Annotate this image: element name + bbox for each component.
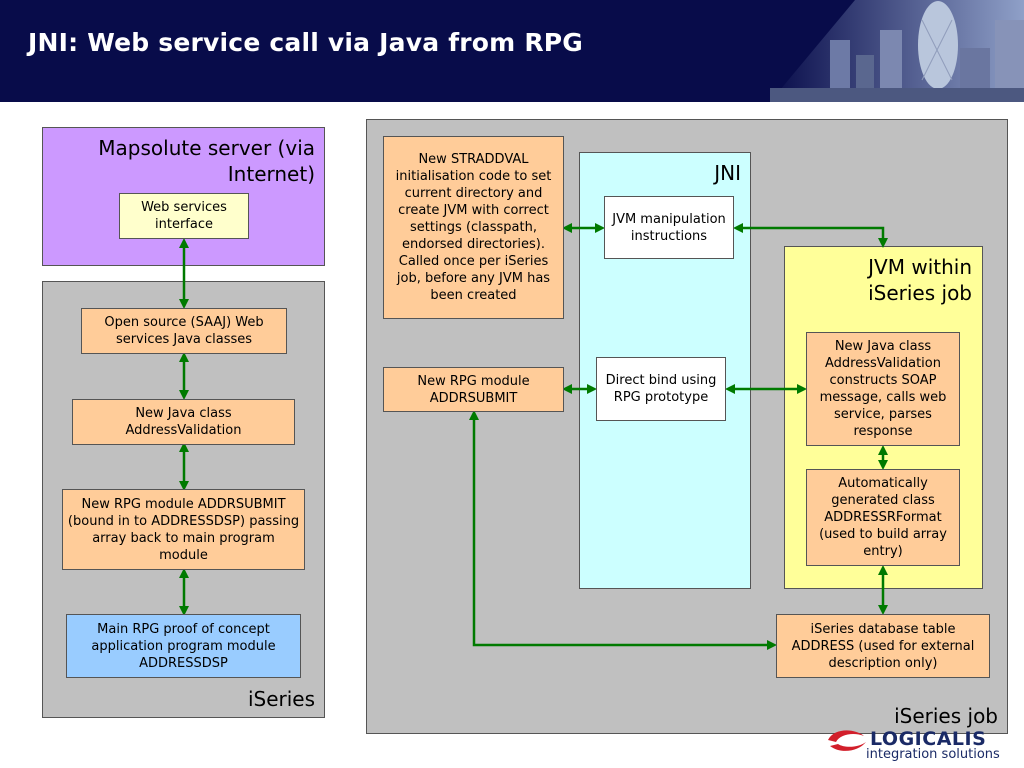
city-skyline-image xyxy=(770,0,1024,102)
main-rpg-box: Main RPG proof of concept application pr… xyxy=(66,614,301,678)
jvm-manipulation-box: JVM manipulation instructions xyxy=(604,196,734,259)
logicalis-logo: LOGICALIS integration solutions xyxy=(822,722,1022,768)
saaj-classes-box: Open source (SAAJ) Web services Java cla… xyxy=(81,308,287,354)
logo-swirl-icon xyxy=(828,730,866,751)
straddval-box: New STRADDVAL initialisation code to set… xyxy=(383,136,564,319)
rpg-module-left-box: New RPG module ADDRSUBMIT (bound in to A… xyxy=(62,489,305,570)
iseries-job-label: iSeries job xyxy=(894,704,998,728)
arrow-rpgmodule-database xyxy=(469,410,777,650)
database-table-box: iSeries database table ADDRESS (used for… xyxy=(776,614,990,678)
arrow-jvmmanip-jvmpanel xyxy=(733,223,888,248)
java-class-right-box: New Java class AddressValidation constru… xyxy=(806,332,960,446)
logo-tagline: integration solutions xyxy=(866,747,1000,762)
rpg-module-right-box: New RPG module ADDRSUBMIT xyxy=(383,367,564,412)
slide-header: JNI: Web service call via Java from RPG xyxy=(0,0,1024,102)
generated-class-box: Automatically generated class ADDRESSRFo… xyxy=(806,469,960,566)
logo-name: LOGICALIS xyxy=(870,728,987,750)
java-class-left-box: New Java class AddressValidation xyxy=(72,399,295,445)
iseries-label: iSeries xyxy=(247,687,315,711)
slide-title: JNI: Web service call via Java from RPG xyxy=(28,28,584,57)
web-services-interface-box: Web services interface xyxy=(119,193,249,239)
mapsolute-server-label: Mapsolute server (via Internet) xyxy=(98,136,315,186)
direct-bind-box: Direct bind using RPG prototype xyxy=(596,357,726,421)
jvm-label: JVM within iSeries job xyxy=(868,255,972,305)
jni-label: JNI xyxy=(714,161,741,185)
